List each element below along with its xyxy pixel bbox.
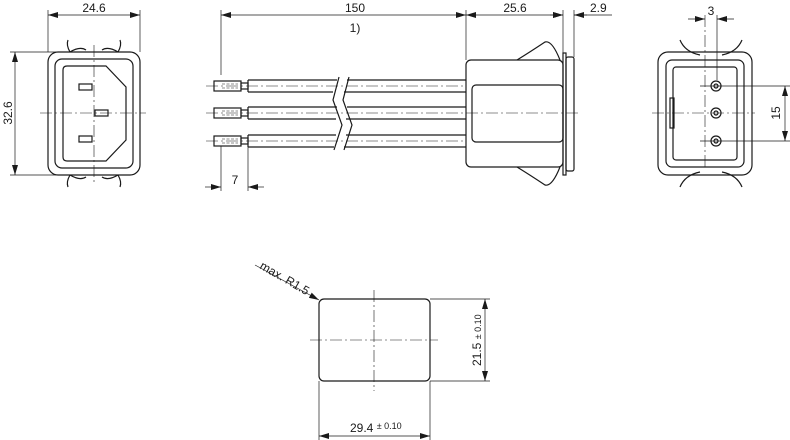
radius-label: max. R1.5: [258, 258, 313, 298]
clip-bottom: [66, 174, 122, 188]
switch-window: [471, 84, 564, 143]
cutout-height-dimension: 21.5 ± 0.10: [470, 314, 484, 366]
side-view: 150 1) 25.6 2.9 7: [205, 1, 612, 191]
cutout-width-dimension: 29.4 ± 0.10: [350, 421, 402, 435]
rocker-top: [516, 41, 561, 61]
body-dimension: 25.6: [503, 1, 527, 15]
wire: [206, 106, 466, 120]
terminal-dimension: 7: [232, 173, 239, 187]
flange-dimension: 2.9: [590, 1, 607, 15]
contact: [78, 83, 93, 91]
pitch-dimension: 15: [769, 106, 783, 120]
wire: [206, 79, 466, 93]
offset-dimension: 3: [708, 4, 715, 18]
clip-top: [66, 39, 122, 53]
rear-view: 3 15: [652, 4, 790, 188]
length-dimension: 150: [345, 1, 365, 15]
height-dimension: 32.6: [1, 101, 15, 125]
wire: [206, 134, 466, 148]
contact: [78, 135, 93, 143]
socket-shape: [62, 65, 127, 162]
panel-cutout: max. R1.5 21.5 ± 0.10 29.4 ± 0.10: [254, 258, 490, 440]
switch-body: [465, 59, 564, 168]
break-symbol: [332, 76, 353, 151]
width-dimension: 24.6: [82, 1, 106, 15]
front-view: 24.6 32.6: [1, 1, 146, 188]
rocker-bottom: [516, 166, 561, 186]
footnote-marker: 1): [350, 21, 361, 35]
